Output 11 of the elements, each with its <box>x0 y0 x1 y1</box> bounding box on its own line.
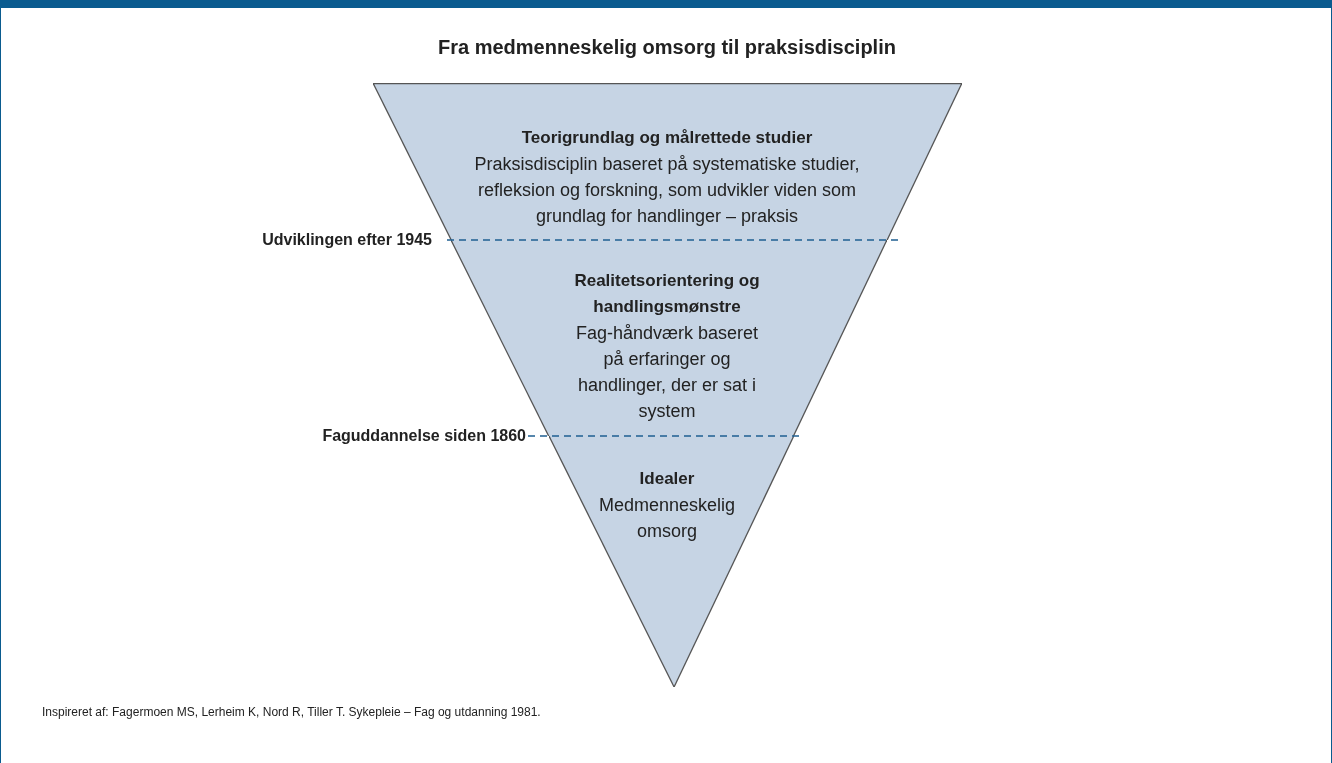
band-description: Fag-håndværk baseret på erfaringer og handlinger, der er sat i system <box>574 322 760 423</box>
period-label: Udviklingen efter 1945 <box>262 230 432 250</box>
period-label: Faguddannelse siden 1860 <box>322 426 526 446</box>
band-heading: Teorigrundlag og målrettede studier <box>520 127 814 149</box>
band-description: Medmenneskelig omsorg <box>597 494 736 543</box>
source-caption: Inspireret af: Fagermoen MS, Lerheim K, Nord R, Tiller T. Sykepleie – Fag og utdanning 1981. <box>42 704 541 720</box>
band-heading: Idealer <box>638 468 696 490</box>
band-heading: Realitetsorientering og handlingsmønstre <box>573 270 761 318</box>
pyramid-band <box>548 436 794 687</box>
band-description: Praksisdisciplin baseret på systematiske studier, refleksion og forskning, som udvikler viden som grundlag for handlinger – praksis <box>473 153 861 228</box>
diagram-title: Fra medmenneskelig omsorg til praksisdisciplin <box>437 35 897 60</box>
